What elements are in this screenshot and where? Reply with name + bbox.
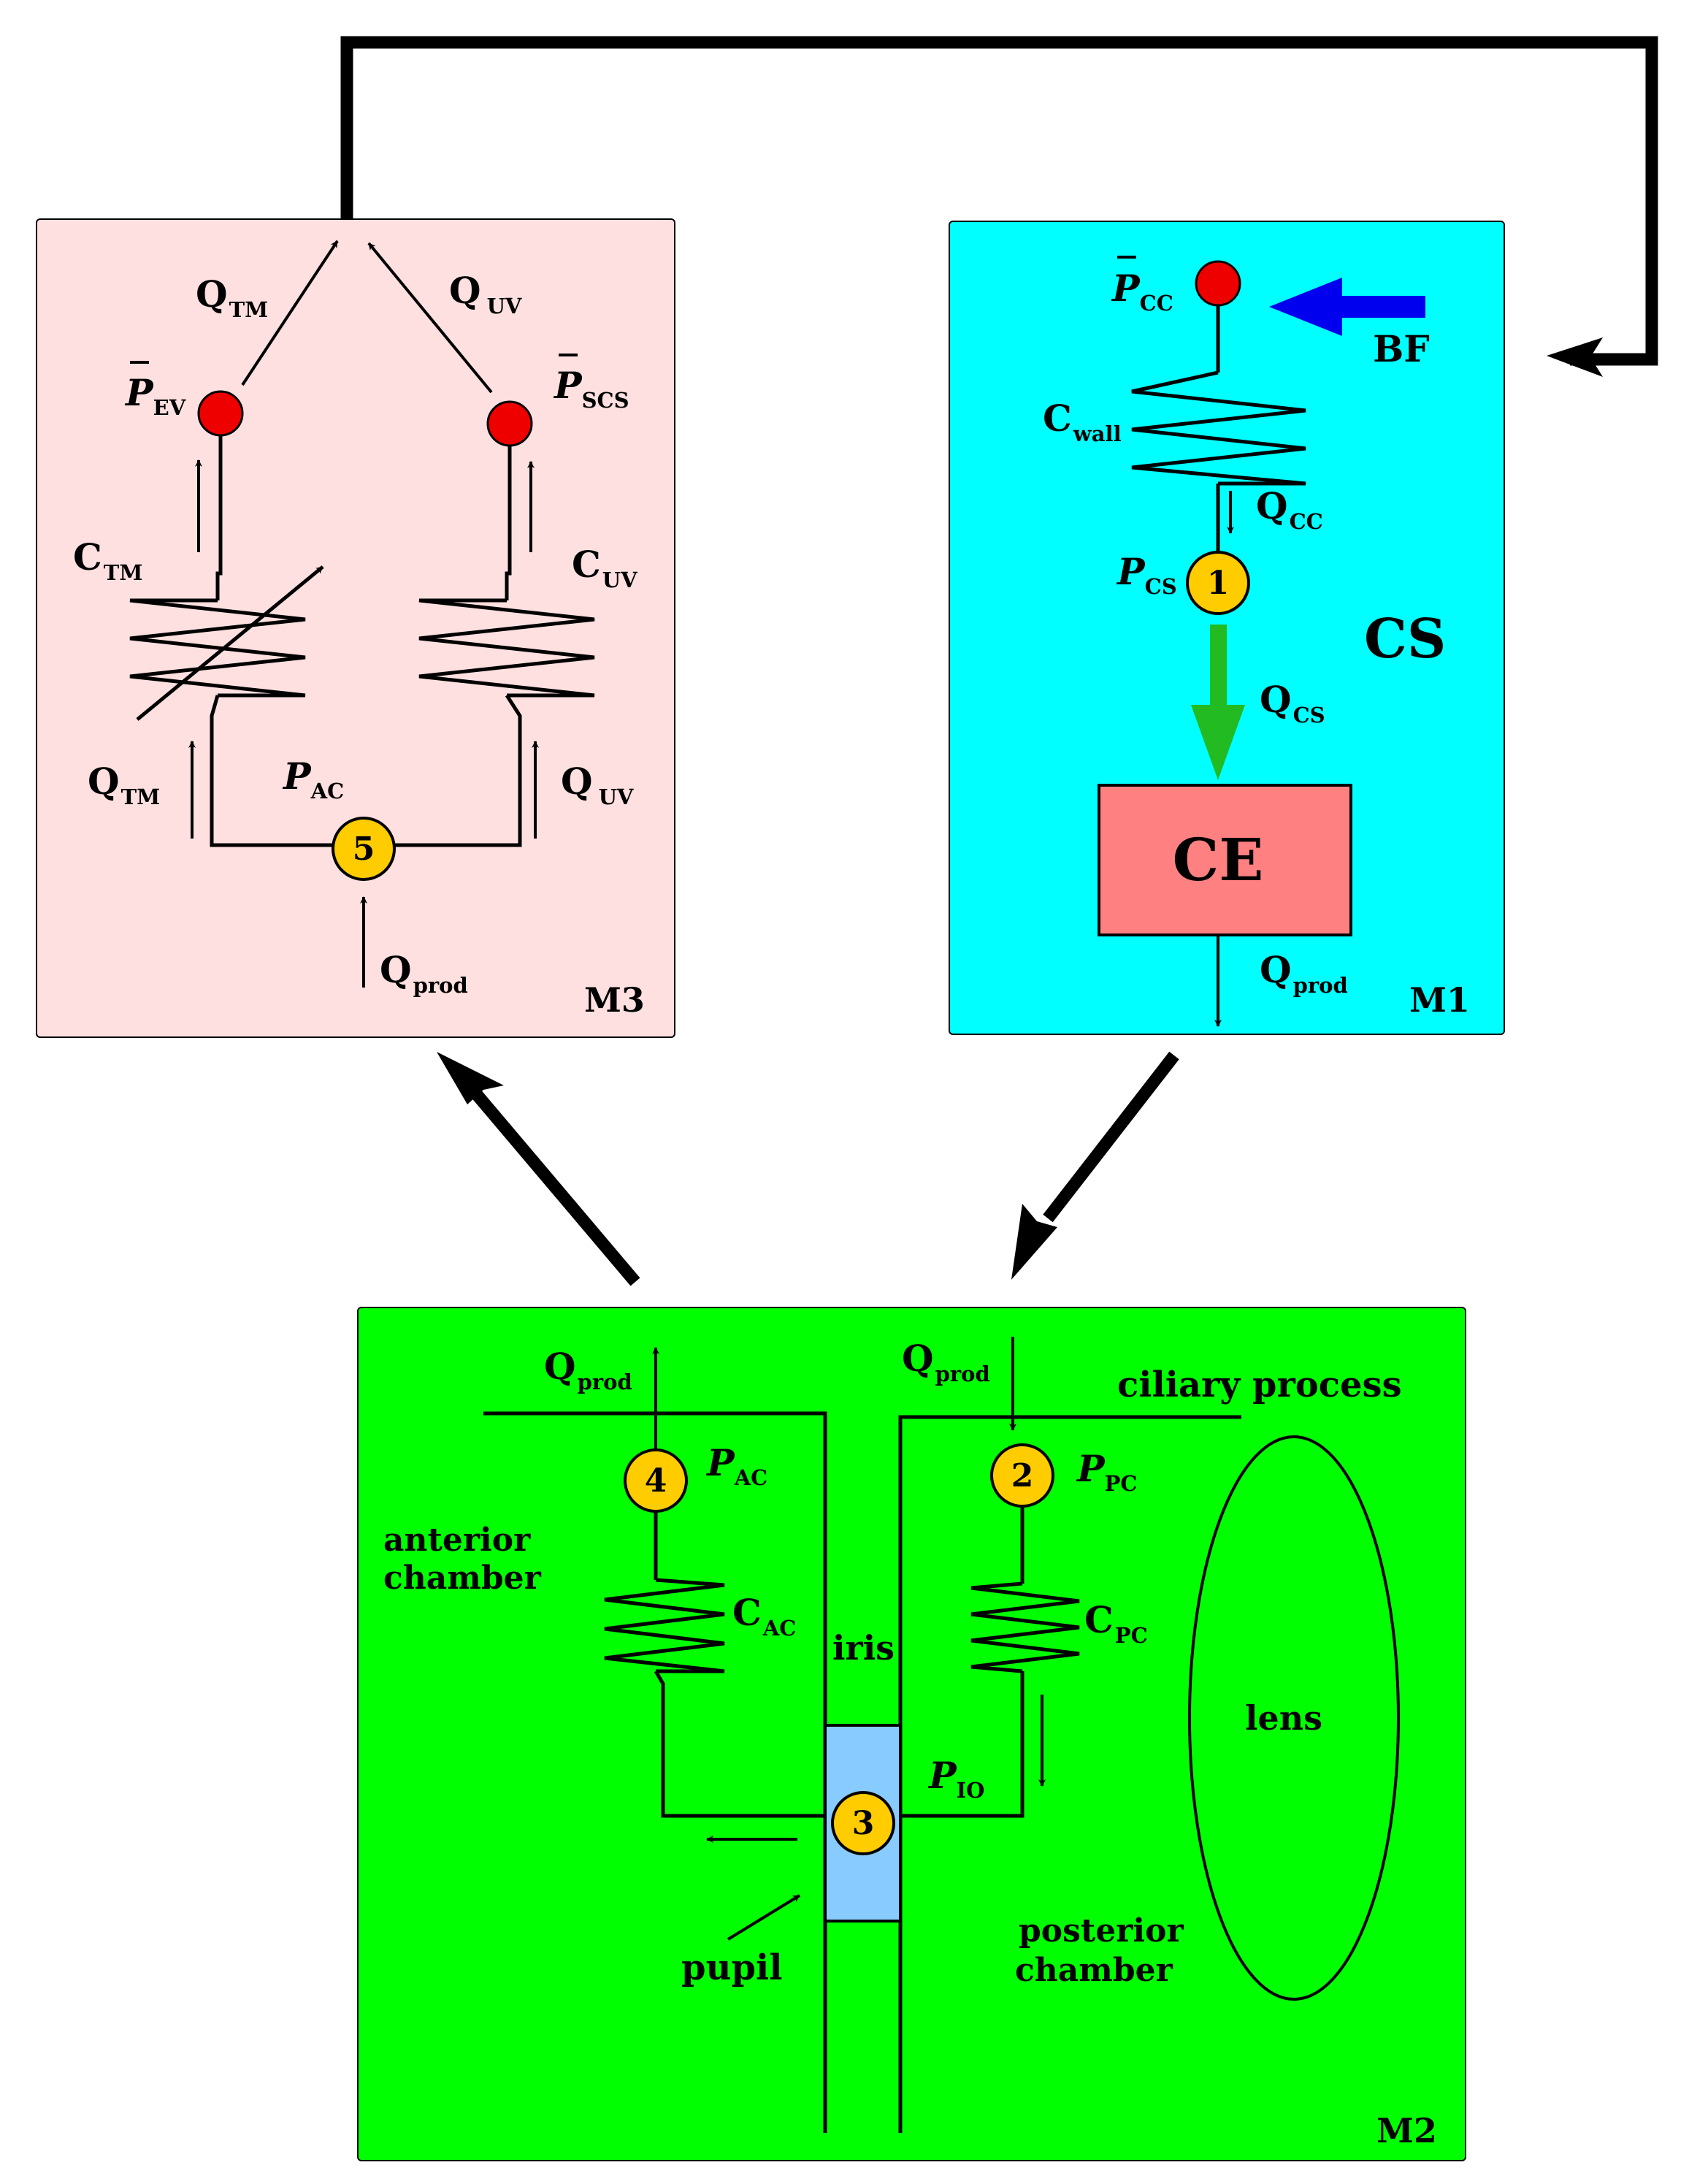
m2-to-m3-arrowhead [437,1052,504,1104]
node-5: 5 [332,817,396,881]
m3-q-tm-low-label: QTM [88,760,160,809]
m2-q-prod-left-label: Qprod [544,1345,632,1394]
m1-to-m2-arrow-shaft [1043,1051,1179,1223]
anterior-chamber-label-1: anterior [383,1521,531,1559]
p-ev-dot [197,390,244,437]
svg-text:4: 4 [645,1462,667,1500]
m1-p-cc-label: PCC [1111,256,1173,316]
svg-text:3: 3 [852,1805,875,1842]
feedback-loop-arrowhead [1547,337,1603,377]
svg-text:2: 2 [1011,1457,1034,1494]
m3-c-uv-label: CUV [572,543,637,592]
posterior-chamber-label-1: posterior [1019,1912,1184,1950]
tm-variable-arrow [136,565,324,721]
m1-to-m2-arrowhead [1011,1204,1057,1280]
feedback-loop-line [340,36,1658,366]
q-uv-flow-arrow [367,242,493,394]
node-4: 4 [624,1448,688,1513]
m3-p-ev-label: PEV [124,361,186,420]
svg-text:PEV: PEV [124,371,186,420]
pupil-pointer-arrow [727,1894,801,1941]
m3-tag: M3 [584,980,645,1020]
iris-label: iris [832,1628,895,1668]
uv-branch-top-wire [505,446,512,600]
m2-q-prod-right-label: Qprod [902,1337,990,1386]
m3-p-scs-label: PSCS [553,354,629,413]
p-cc-dot [1195,260,1241,307]
ciliary-process-label: ciliary process [1117,1364,1402,1405]
anterior-chamber-label-2: chamber [383,1559,542,1597]
m3-q-prod-label: Qprod [380,948,468,998]
m3-c-tm-label: CTM [73,535,142,585]
uv-branch-bottom-wire [394,694,522,847]
svg-text:PSCS: PSCS [553,364,629,413]
ce-box [1098,784,1352,936]
ce-label: CE [1173,825,1264,894]
m1-tag: M1 [1409,980,1470,1020]
m2-p-io-label: PIO [927,1754,984,1803]
uv-spring [418,598,595,698]
m1-q-cs-label: QCS [1260,678,1325,728]
m2-c-pc-label: CPC [1084,1598,1148,1648]
svg-text:1: 1 [1207,565,1230,602]
m2-c-ac-label: CAC [732,1591,796,1641]
ac-spring [604,1578,725,1673]
svg-text:5: 5 [353,831,375,868]
m2-panel [357,1307,1466,2161]
ac-bottom-wire [654,1670,825,1818]
m2-p-ac-label: PAC [705,1441,767,1490]
wall-spring [1131,370,1306,486]
node-2: 2 [990,1443,1054,1508]
pupil-label: pupil [681,1947,783,1988]
bf-label: BF [1373,327,1430,370]
m1-q-cc-label: QCC [1256,484,1323,534]
m1-q-prod-label: Qprod [1260,948,1348,998]
m3-panel [36,218,675,1038]
m1-p-cs-label: PCS [1116,550,1177,599]
q-cs-arrow [1191,625,1245,780]
tm-branch-top-wire [215,435,223,600]
node-3: 3 [831,1791,895,1855]
q-tm-flow-arrow [241,240,339,386]
pc-bottom-wire [900,1671,1024,1818]
pc-spring [970,1581,1080,1673]
m2-tag: M2 [1376,2111,1437,2150]
node-1: 1 [1186,551,1250,615]
bf-arrow [1269,278,1425,336]
lens-label: lens [1245,1698,1322,1738]
m2-to-m3-arrow-shaft [470,1088,640,1286]
m2-p-pc-label: PPC [1076,1447,1138,1496]
cs-label: CS [1364,608,1446,671]
p-scs-dot [486,400,533,447]
posterior-chamber-label-2: chamber [1015,1952,1173,1989]
tm-branch-bottom-wire [210,695,334,847]
m3-q-tm-top-label: QTM [196,272,268,322]
svg-text:PCC: PCC [1111,267,1173,316]
m3-p-ac-label: PAC [282,755,344,803]
m1-c-wall-label: Cwall [1043,397,1122,446]
tm-spring [129,598,306,698]
lens [1188,1435,1400,2001]
